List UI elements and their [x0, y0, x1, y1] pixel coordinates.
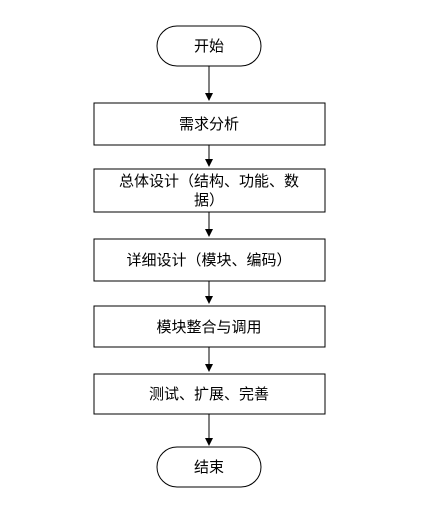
- start-terminator: [156, 25, 262, 67]
- step-module-integration: [93, 305, 326, 348]
- step-overall-design-label-line1: 总体设计（结构、功能、数: [119, 172, 299, 190]
- step-overall-design: [93, 168, 326, 213]
- end-label: 结束: [194, 458, 224, 476]
- step-testing-extension: [93, 373, 326, 415]
- step-detailed-design-label: 详细设计（模块、编码）: [126, 251, 291, 269]
- start-label: 开始: [194, 37, 224, 55]
- step-requirements-analysis: [93, 102, 326, 146]
- step-overall-design-label-line2: 据）: [194, 191, 224, 209]
- step-requirements-analysis-label: 需求分析: [179, 115, 239, 133]
- end-terminator: [156, 446, 262, 488]
- step-module-integration-label: 模块整合与调用: [156, 318, 261, 336]
- step-detailed-design: [93, 238, 326, 282]
- step-testing-extension-label: 测试、扩展、完善: [149, 385, 269, 403]
